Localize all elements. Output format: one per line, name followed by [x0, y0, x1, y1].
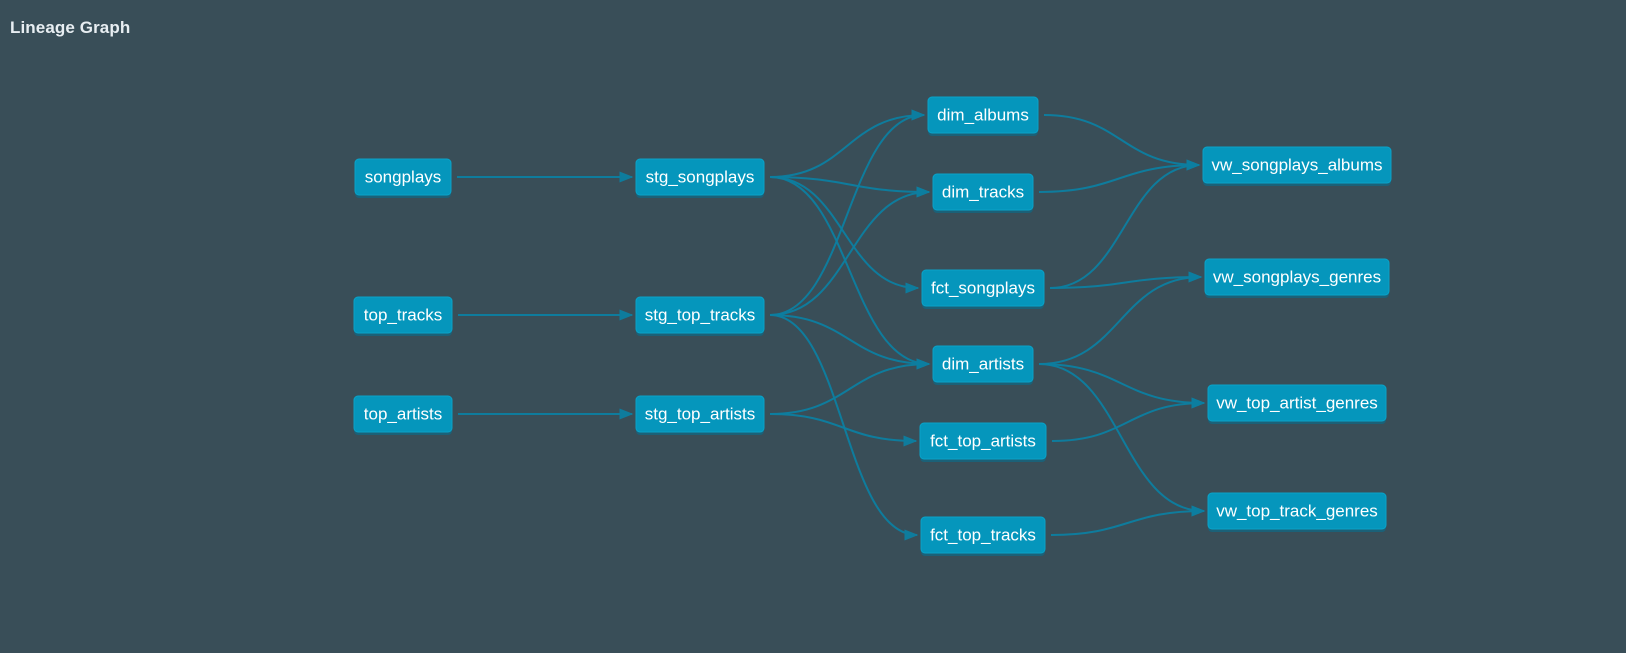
node-box — [1207, 384, 1387, 422]
node-dim_artists[interactable]: dim_artists — [932, 345, 1034, 385]
node-top_artists[interactable]: top_artists — [353, 395, 453, 435]
node-box — [932, 173, 1034, 211]
node-vw_top_track_genres[interactable]: vw_top_track_genres — [1207, 492, 1387, 532]
node-vw_songplays_genres[interactable]: vw_songplays_genres — [1204, 258, 1390, 298]
node-label: top_artists — [364, 404, 442, 423]
edge-stg_songplays-to-dim_tracks — [769, 176, 931, 198]
node-label: vw_top_track_genres — [1216, 501, 1378, 520]
edge-stg_top_tracks-to-dim_tracks — [769, 186, 931, 316]
edge-stg_top_tracks-to-fct_top_tracks — [769, 314, 919, 541]
node-label: fct_top_tracks — [930, 525, 1036, 544]
node-stg_songplays[interactable]: stg_songplays — [635, 158, 765, 198]
node-box — [919, 422, 1047, 460]
node-top_tracks[interactable]: top_tracks — [353, 296, 453, 336]
node-label: stg_top_artists — [645, 404, 756, 423]
node-label: fct_songplays — [931, 278, 1035, 297]
edge-stg_songplays-to-dim_albums — [769, 109, 926, 178]
edge-fct_top_tracks-to-vw_top_track_genres — [1050, 505, 1206, 536]
edge-stg_songplays-to-fct_songplays — [769, 176, 920, 294]
node-box — [635, 395, 765, 433]
node-box — [921, 269, 1045, 307]
node-box — [927, 96, 1039, 134]
node-label: stg_top_tracks — [645, 305, 756, 324]
node-stg_top_tracks[interactable]: stg_top_tracks — [635, 296, 765, 336]
node-label: dim_artists — [942, 354, 1024, 373]
node-label: vw_songplays_genres — [1213, 267, 1381, 286]
edge-fct_songplays-to-vw_songplays_albums — [1049, 159, 1201, 289]
node-dim_tracks[interactable]: dim_tracks — [932, 173, 1034, 213]
node-label: fct_top_artists — [930, 431, 1036, 450]
node-label: top_tracks — [364, 305, 442, 324]
node-box — [354, 158, 452, 196]
edge-dim_artists-to-vw_top_track_genres — [1038, 363, 1206, 517]
nodes-layer: songplays top_tracks top_artists stg_songpl… — [353, 96, 1392, 556]
edge-stg_top_artists-to-fct_top_artists — [769, 413, 918, 447]
node-box — [353, 296, 453, 334]
node-box — [635, 158, 765, 196]
node-label: dim_tracks — [942, 182, 1024, 201]
edges-layer — [456, 109, 1206, 541]
node-fct_songplays[interactable]: fct_songplays — [921, 269, 1045, 309]
edge-dim_artists-to-vw_songplays_genres — [1038, 271, 1203, 365]
edge-dim_albums-to-vw_songplays_albums — [1043, 114, 1201, 171]
edge-fct_songplays-to-vw_songplays_genres — [1049, 271, 1203, 289]
node-songplays[interactable]: songplays — [354, 158, 452, 198]
node-label: songplays — [365, 167, 442, 186]
node-label: vw_top_artist_genres — [1216, 393, 1378, 412]
edge-stg_top_tracks-to-dim_albums — [769, 109, 926, 316]
node-vw_top_artist_genres[interactable]: vw_top_artist_genres — [1207, 384, 1387, 424]
node-stg_top_artists[interactable]: stg_top_artists — [635, 395, 765, 435]
node-box — [1204, 258, 1390, 296]
edge-fct_top_artists-to-vw_top_artist_genres — [1051, 397, 1206, 442]
node-label: dim_albums — [937, 105, 1029, 124]
page-title: Lineage Graph — [10, 18, 131, 37]
node-box — [920, 516, 1046, 554]
node-fct_top_artists[interactable]: fct_top_artists — [919, 422, 1047, 462]
edge-stg_songplays-to-dim_artists — [769, 176, 931, 370]
node-label: stg_songplays — [646, 167, 755, 186]
node-fct_top_tracks[interactable]: fct_top_tracks — [920, 516, 1046, 556]
node-box — [353, 395, 453, 433]
edge-dim_artists-to-vw_top_artist_genres — [1038, 363, 1206, 409]
node-box — [1207, 492, 1387, 530]
node-vw_songplays_albums[interactable]: vw_songplays_albums — [1202, 146, 1392, 186]
node-box — [932, 345, 1034, 383]
edge-stg_top_tracks-to-dim_artists — [769, 314, 931, 370]
node-box — [1202, 146, 1392, 184]
edge-stg_top_artists-to-dim_artists — [769, 358, 931, 415]
node-label: vw_songplays_albums — [1211, 155, 1382, 174]
node-box — [635, 296, 765, 334]
edge-dim_tracks-to-vw_songplays_albums — [1038, 159, 1201, 193]
node-dim_albums[interactable]: dim_albums — [927, 96, 1039, 136]
